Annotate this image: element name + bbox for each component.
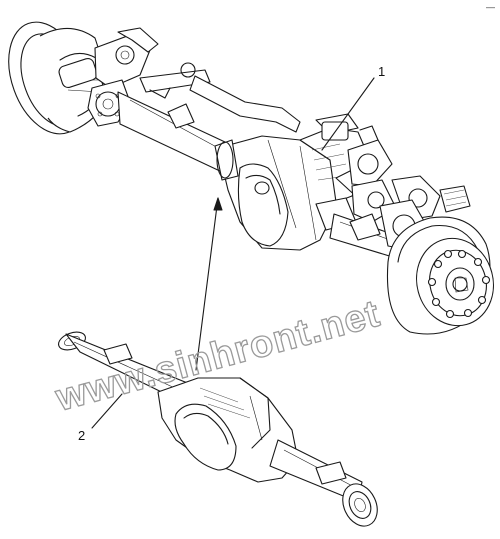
callout-2: 2	[78, 428, 85, 443]
drive-axle-assembly	[8, 21, 494, 335]
corner-mark: —	[486, 2, 495, 12]
left-axle-tube	[117, 91, 226, 173]
right-brake-drum	[386, 216, 494, 335]
differential-housing	[214, 113, 373, 251]
linkage-rods	[139, 62, 301, 133]
leader-lines	[91, 77, 375, 429]
callout-1: 1	[378, 64, 385, 79]
wheel-studs	[427, 249, 491, 319]
axle-housing	[58, 331, 378, 527]
